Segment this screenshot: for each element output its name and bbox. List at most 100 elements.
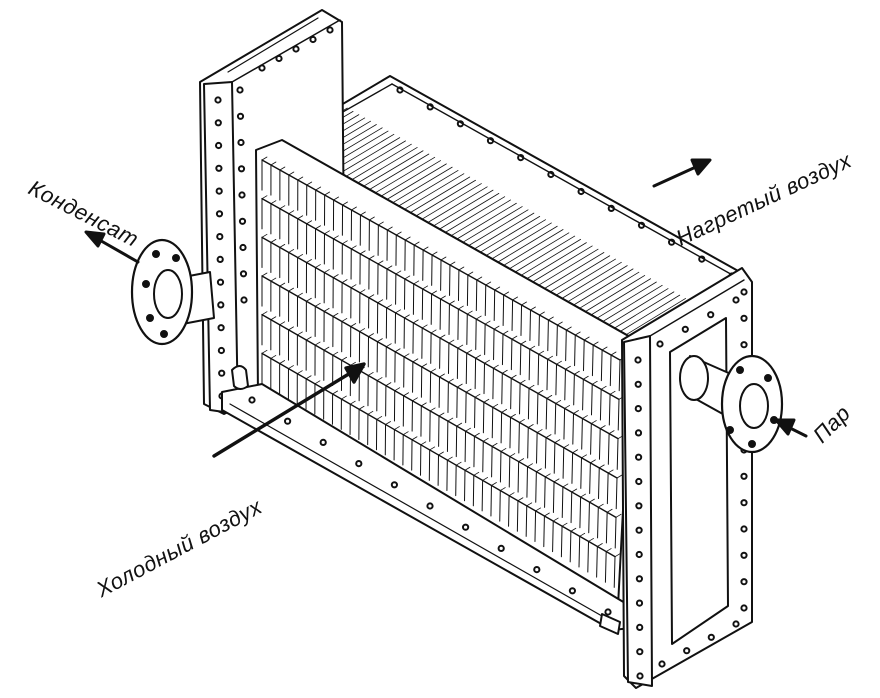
- bolt-hole: [634, 405, 642, 413]
- bolt-hole: [568, 587, 577, 595]
- fin-plate: [529, 309, 531, 342]
- fin-plate: [562, 447, 565, 479]
- fin-plate: [589, 462, 591, 494]
- fin-plate: [600, 349, 603, 382]
- condensate-arrow: [84, 230, 140, 264]
- fin-plate: [553, 442, 556, 474]
- fin-plate: [552, 520, 554, 553]
- bolt-hole: [635, 502, 643, 510]
- fin-plate: [588, 501, 590, 534]
- fin-plate: [565, 329, 567, 362]
- bolt-hole: [635, 526, 643, 534]
- bolt-hole: [634, 429, 643, 437]
- fin-plate: [561, 486, 564, 519]
- fin-plate: [596, 546, 598, 578]
- corner-lug-left: [231, 365, 249, 390]
- fin-plate: [502, 294, 505, 327]
- bolt-hole: [319, 438, 327, 446]
- fin-plate: [526, 466, 528, 498]
- bolt-hole: [217, 301, 225, 309]
- fin-plate: [555, 363, 558, 396]
- bolt-hole: [309, 35, 317, 44]
- bolt-hole: [237, 165, 246, 173]
- fin-plate: [520, 304, 523, 337]
- condensate-pipe: [130, 238, 215, 346]
- fin-plate: [617, 398, 620, 431]
- fin-plate: [511, 299, 514, 332]
- bolt-hole: [284, 417, 292, 425]
- fin-plate: [545, 397, 548, 430]
- fin-plate: [499, 490, 501, 522]
- bolt-hole: [215, 164, 223, 172]
- right-header-flange: [623, 335, 653, 687]
- corner-lug-right: [599, 613, 621, 635]
- fin-plate: [587, 540, 590, 573]
- fin-plate: [509, 416, 511, 449]
- bolt-hole: [707, 311, 715, 319]
- bolt-hole: [326, 26, 334, 34]
- fin-plate: [535, 471, 537, 503]
- fin-plate: [608, 393, 611, 426]
- bolt-hole: [668, 238, 676, 246]
- fin-plate: [534, 510, 537, 542]
- fin-plate: [527, 387, 530, 420]
- bolt-hole: [216, 278, 225, 286]
- fin-plate: [493, 289, 496, 321]
- fin-plate: [517, 461, 520, 493]
- steam-pipe: [679, 354, 784, 454]
- heated-air-arrow: [652, 158, 712, 188]
- bolt-hole: [607, 204, 615, 212]
- fin-plate: [598, 428, 601, 460]
- fin-plate: [606, 472, 609, 505]
- bolt-hole: [732, 620, 740, 628]
- bolt-hole: [635, 575, 644, 583]
- bolt-hole: [732, 296, 740, 304]
- fin-plate: [572, 413, 574, 445]
- bolt-hole: [740, 578, 748, 586]
- bolt-hole: [658, 660, 666, 668]
- bolt-hole: [292, 45, 300, 53]
- bolt-hole: [577, 187, 585, 196]
- bolt-hole: [635, 550, 643, 559]
- bolt-hole: [216, 255, 224, 263]
- fin-plate: [618, 359, 621, 392]
- bolt-hole: [517, 154, 525, 162]
- fin-plate: [570, 491, 573, 524]
- fin-plate: [528, 348, 531, 381]
- bolt-hole: [239, 243, 247, 252]
- bolt-hole: [236, 112, 245, 120]
- bolt-hole: [486, 137, 495, 145]
- bolt-hole: [236, 86, 244, 94]
- fin-plate: [508, 456, 511, 488]
- fin-plate: [554, 402, 557, 435]
- fin-plate: [501, 372, 503, 405]
- fin-plate: [582, 339, 585, 372]
- bolt-hole: [275, 54, 283, 63]
- bolt-hole: [636, 648, 644, 656]
- fin-plate: [516, 500, 519, 532]
- bolt-hole: [258, 64, 266, 72]
- fin-plate: [573, 373, 575, 406]
- fin-plate: [609, 354, 612, 387]
- right-header-bolts: [634, 288, 748, 680]
- fin-plate: [571, 452, 574, 484]
- bolt-hole: [215, 210, 224, 218]
- steam-arrow: [774, 418, 808, 438]
- fin-plate: [560, 525, 563, 558]
- fin-rows: [261, 156, 626, 588]
- bolt-hole: [740, 525, 748, 533]
- bolt-hole: [740, 288, 748, 296]
- fin-plate: [510, 377, 512, 410]
- fin-plate: [556, 324, 558, 357]
- fin-plate: [491, 445, 493, 478]
- bolt-hole: [698, 255, 706, 263]
- bolt-hole: [635, 599, 644, 607]
- bolt-hole: [217, 324, 225, 332]
- cold-air-arrow: [212, 362, 366, 458]
- bolt-hole: [239, 270, 248, 278]
- fin-plate: [527, 427, 529, 459]
- bolt-hole: [214, 119, 222, 127]
- fin-plate: [582, 378, 584, 411]
- fin-plate: [525, 505, 528, 537]
